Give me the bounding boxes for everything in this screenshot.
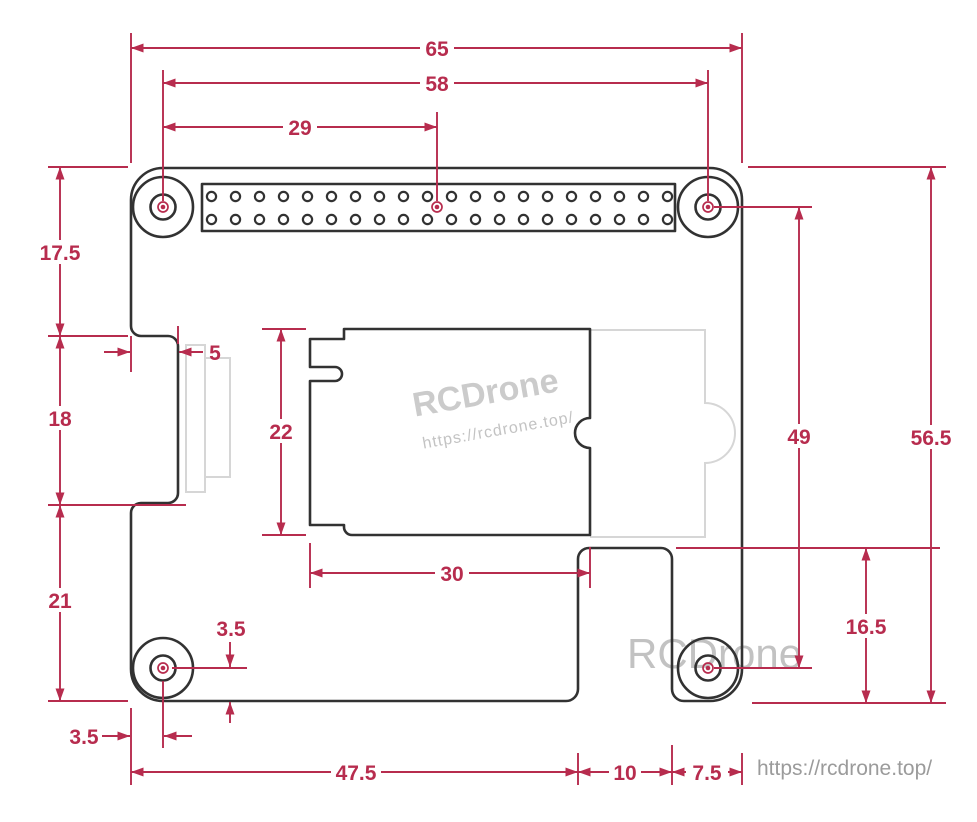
label-backgrounds (36, 36, 956, 784)
dim-hole-span-x: 58 (425, 73, 449, 96)
dim-hole-offset-left: 3.5 (69, 726, 99, 749)
dim-module-height: 22 (269, 421, 292, 444)
camera-connector-outline (185, 344, 231, 493)
dim-recess-depth: 5 (209, 342, 221, 365)
dim-notch-width: 10 (613, 762, 636, 785)
watermark-center: RCDrone https://rcdrone.top/ (410, 362, 576, 453)
board-outline (129, 166, 744, 703)
dim-overall-width: 65 (425, 38, 449, 61)
dim-recess-to-bottom: 21 (48, 590, 72, 613)
dim-hole-to-header: 29 (288, 117, 311, 140)
m2-extended-footprint-outline (590, 329, 736, 538)
dim-module-width: 30 (440, 563, 463, 586)
dim-top-to-recess: 17.5 (40, 242, 81, 265)
watermark-brand-bottom-text: RCDrone (627, 630, 802, 677)
dimension-labels: 65 58 29 17.5 18 21 5 22 30 49 56.5 16.5… (40, 38, 952, 785)
dim-notch-depth: 16.5 (846, 616, 887, 639)
dim-recess-height: 18 (48, 408, 72, 431)
gpio-header (200, 182, 677, 233)
m2-module-outline (308, 327, 592, 537)
header-center-point (431, 201, 443, 213)
watermark-url-bottom-text: https://rcdrone.top/ (757, 757, 932, 780)
dim-overall-height: 56.5 (911, 427, 952, 450)
dim-hole-span-y: 49 (787, 426, 810, 449)
extension-lines (48, 33, 946, 785)
dim-hole-offset-bottom: 3.5 (216, 618, 246, 641)
dim-notch-to-right: 7.5 (692, 762, 722, 785)
dim-left-to-notch: 47.5 (336, 762, 377, 785)
